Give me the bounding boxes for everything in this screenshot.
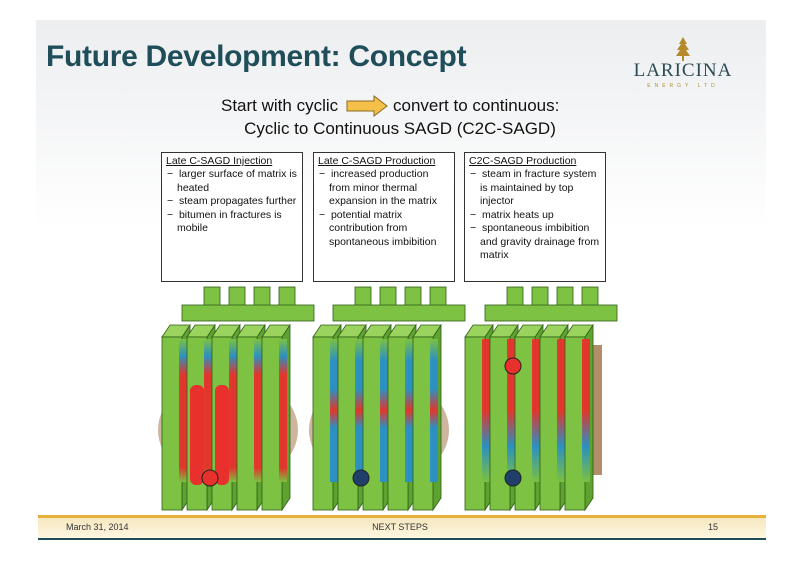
fracture-fluid xyxy=(482,339,490,482)
panel-bullet: steam propagates further xyxy=(166,195,298,208)
matrix-crossbar xyxy=(181,304,315,322)
panel-heading: Late C-SAGD Injection xyxy=(166,155,273,167)
slide-title: Future Development: Concept xyxy=(46,40,467,73)
footer-accent-line xyxy=(38,515,766,518)
footer-date: March 31, 2014 xyxy=(66,522,129,532)
production-well xyxy=(352,469,370,487)
footer-rule xyxy=(38,538,766,540)
logo-subtitle: ENERGY LTD xyxy=(647,83,719,89)
fracture-fluid xyxy=(179,339,187,482)
panel-bullet: bitumen in fractures is mobile xyxy=(166,209,298,236)
panel-production: Late C-SAGD Production increased product… xyxy=(313,152,455,282)
injection-well xyxy=(504,357,522,375)
matrix-crossbar xyxy=(332,304,466,322)
fracture-fluid xyxy=(355,339,363,482)
steam-zone xyxy=(190,385,204,485)
subtitle-line2: Cyclic to Continuous SAGD (C2C-SAGD) xyxy=(244,119,556,138)
fracture-fluid xyxy=(532,339,540,482)
fracture-fluid xyxy=(229,339,237,482)
panel-bullet: steam in fracture system is maintained b… xyxy=(469,168,601,208)
panel-bullet: matrix heats up xyxy=(469,209,601,222)
matrix-crossbar xyxy=(484,304,618,322)
fracture-fluid xyxy=(582,339,590,482)
fracture-fluid xyxy=(380,339,388,482)
footer-section: NEXT STEPS xyxy=(372,522,428,532)
panel-heading: C2C-SAGD Production xyxy=(469,155,577,167)
injection-well xyxy=(201,469,219,487)
logo-name: LARICINA xyxy=(633,60,733,81)
panel-bullet: increased production from minor thermal … xyxy=(318,168,450,208)
fracture-fluid xyxy=(430,339,438,482)
panel-heading: Late C-SAGD Production xyxy=(318,155,436,167)
fracture-fluid xyxy=(405,339,413,482)
panel-bullet: spontaneous imbibition and gravity drain… xyxy=(469,222,601,262)
page-number: 15 xyxy=(708,522,719,532)
panel-c2c: C2C-SAGD Production steam in fracture sy… xyxy=(464,152,606,282)
fracture-fluid xyxy=(254,339,262,482)
fracture-fluid xyxy=(279,339,287,482)
panel-bullet: larger surface of matrix is heated xyxy=(166,168,298,195)
footer-bar xyxy=(38,518,766,538)
steam-zone xyxy=(215,385,229,485)
right-arrow-icon xyxy=(346,95,388,117)
subtitle-right: convert to continuous: xyxy=(393,96,560,115)
company-logo: LARICINA ENERGY LTD xyxy=(613,34,753,96)
fracture-fluid xyxy=(557,339,565,482)
panel-injection: Late C-SAGD Injection larger surface of … xyxy=(161,152,303,282)
tree-icon xyxy=(676,37,690,61)
fracture-fluid xyxy=(204,339,212,482)
subtitle-left: Start with cyclic xyxy=(221,96,339,115)
fracture-fluid xyxy=(330,339,338,482)
panel-bullet: potential matrix contribution from spont… xyxy=(318,209,450,249)
production-well xyxy=(504,469,522,487)
fracture-fluid xyxy=(507,339,515,482)
